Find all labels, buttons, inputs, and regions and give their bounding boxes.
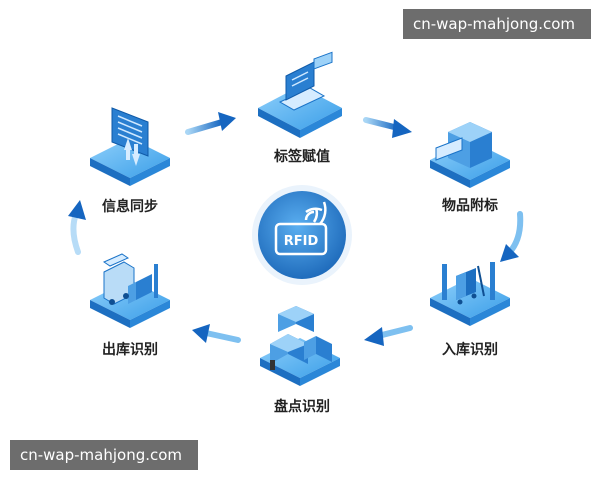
laptop-icon xyxy=(278,51,333,111)
node-count-icon-group xyxy=(260,306,340,386)
node-in-label: 入库识别 xyxy=(442,342,498,358)
sync-document-icon xyxy=(111,107,149,166)
arrow-in-to-count xyxy=(364,325,413,346)
node-item-icon-group xyxy=(430,122,510,188)
arrow-count-to-out xyxy=(192,324,241,343)
node-tag-label: 标签赋值 xyxy=(274,149,330,165)
arrow-sync-to-tag xyxy=(185,112,236,135)
center-rfid-node: RFID xyxy=(252,185,352,285)
node-out-label: 出库识别 xyxy=(102,342,158,358)
arrow-item-to-in xyxy=(500,211,524,262)
watermark-bottom: cn-wap-mahjong.com xyxy=(10,440,198,470)
node-item-label: 物品附标 xyxy=(442,198,498,214)
arrow-tag-to-item xyxy=(363,117,412,138)
box-tag-icon xyxy=(435,122,492,168)
watermark-top: cn-wap-mahjong.com xyxy=(403,9,591,39)
node-out-icon-group xyxy=(90,253,170,328)
rfid-signal-icon xyxy=(274,201,328,256)
gate-trolley-icon xyxy=(442,262,495,305)
box-stack-icon xyxy=(270,306,332,370)
center-rfid-text: RFID xyxy=(284,234,319,249)
node-count-label: 盘点识别 xyxy=(274,399,330,415)
arrow-out-to-sync xyxy=(68,200,86,255)
forklift-icon xyxy=(102,253,158,305)
node-sync-icon-group xyxy=(90,107,170,186)
node-in-icon-group xyxy=(430,262,510,326)
node-sync-label: 信息同步 xyxy=(102,199,158,215)
node-tag-icon-group xyxy=(258,51,342,138)
